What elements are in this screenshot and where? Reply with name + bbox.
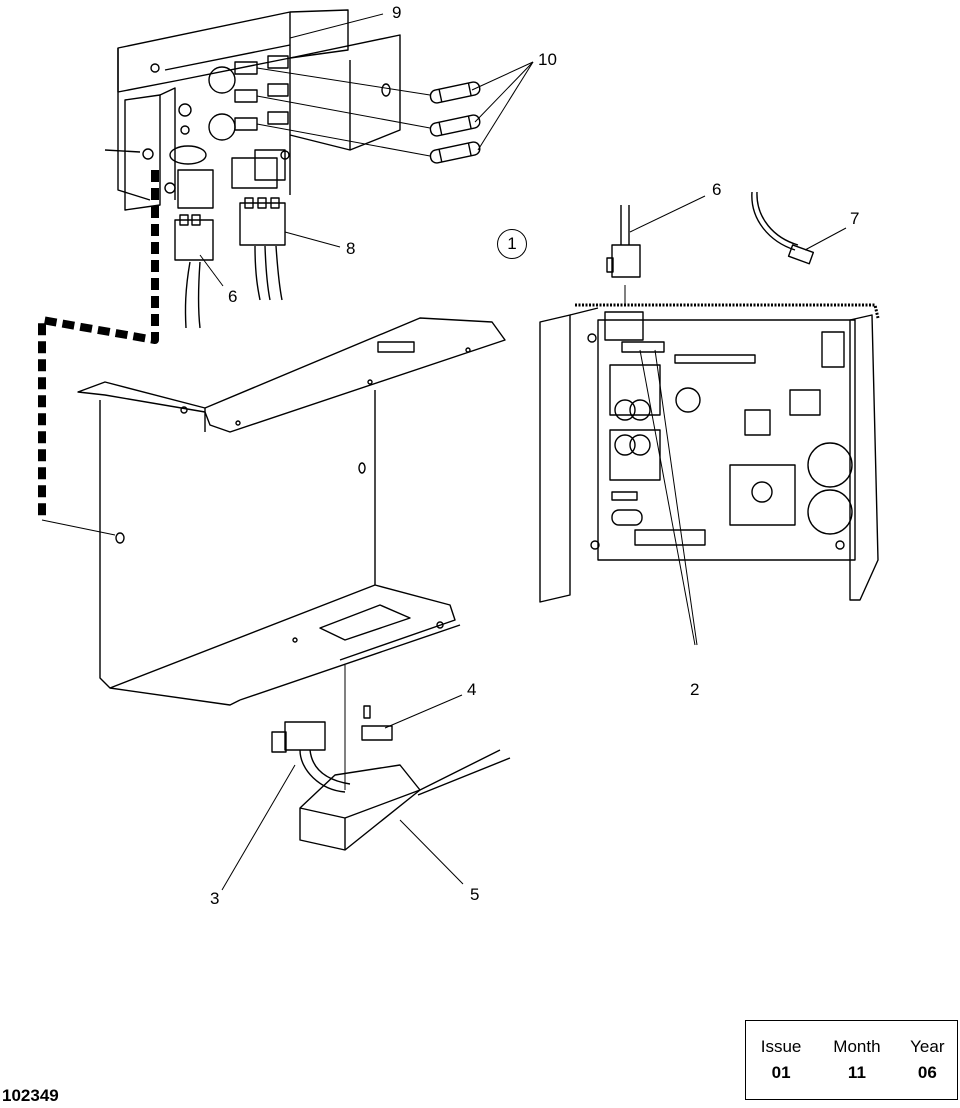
issue-table: Issue Month Year 01 11 06 [746,1037,957,1083]
issue-value: 01 [771,1063,791,1082]
callout-6-top: 6 [712,180,722,199]
issue-block: Issue Month Year 01 11 06 [745,1020,958,1100]
callout-2: 2 [690,680,700,699]
callout-5: 5 [470,885,480,904]
lower-parts [271,705,511,851]
callout-3: 3 [210,889,220,908]
callout-9: 9 [392,3,402,22]
enclosure-cover [77,317,506,790]
callout-8: 8 [346,239,356,258]
issue-header: Issue [760,1037,802,1056]
control-board-enclosure [539,303,880,646]
year-value: 06 [917,1063,937,1082]
alignment-dashed-line [38,170,159,536]
year-header: Year [910,1037,945,1056]
wire-connectors [174,197,286,329]
small-connectors [606,191,815,305]
callout-4: 4 [467,680,477,699]
month-header: Month [833,1037,881,1056]
leader-lines [199,13,847,891]
callout-1-circled: 1 [497,229,527,259]
callout-7: 7 [850,209,860,228]
callout-10: 10 [538,50,557,69]
callout-6-left: 6 [228,287,238,306]
drawing-number: 102349 [2,1086,59,1105]
month-value: 11 [847,1063,866,1082]
relay-bracket-assembly [104,9,401,211]
fuses [256,67,481,164]
